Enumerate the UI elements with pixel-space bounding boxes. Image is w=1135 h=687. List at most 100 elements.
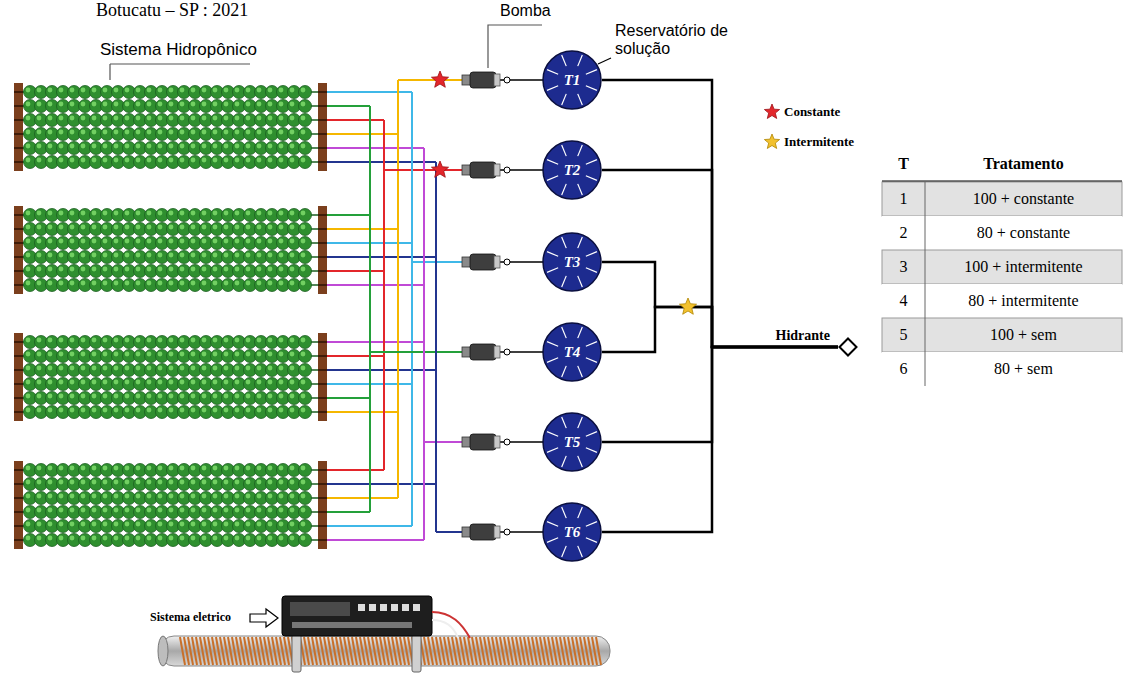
table-row bbox=[882, 318, 1122, 352]
hydroponic-bench bbox=[14, 83, 327, 171]
plant-highlight bbox=[191, 394, 196, 399]
plant-highlight bbox=[224, 338, 229, 343]
plant-highlight bbox=[103, 338, 108, 343]
plant-highlight bbox=[158, 88, 163, 93]
plant-highlight bbox=[48, 494, 53, 499]
pump-symbol bbox=[462, 524, 545, 540]
plant-highlight bbox=[147, 508, 152, 513]
plant-highlight bbox=[81, 366, 86, 371]
board-part bbox=[358, 604, 365, 611]
plant bbox=[299, 142, 312, 155]
board-part bbox=[402, 604, 409, 611]
plant-highlight bbox=[70, 102, 75, 107]
bench-post-joint bbox=[318, 256, 327, 258]
table-header: T bbox=[882, 148, 925, 180]
plant-highlight bbox=[103, 494, 108, 499]
pump-symbol bbox=[462, 72, 545, 88]
plant-highlight bbox=[213, 253, 218, 258]
leader-line bbox=[488, 25, 542, 68]
plant-highlight bbox=[147, 366, 152, 371]
plant-highlight bbox=[257, 158, 262, 163]
plant-highlight bbox=[103, 225, 108, 230]
plant-highlight bbox=[26, 408, 31, 413]
plant-highlight bbox=[279, 380, 284, 385]
plant-highlight bbox=[169, 338, 174, 343]
bench-post-joint bbox=[14, 228, 23, 230]
plant-highlight bbox=[26, 466, 31, 471]
tank-spoke bbox=[586, 358, 597, 363]
plant-highlight bbox=[290, 239, 295, 244]
plant-highlight bbox=[125, 88, 130, 93]
hydrant-diamond: Hidrante bbox=[838, 337, 858, 357]
tank-spoke bbox=[562, 276, 567, 287]
bench-post-joint bbox=[14, 383, 23, 385]
plant-highlight bbox=[191, 158, 196, 163]
tank-body bbox=[543, 233, 601, 291]
plant-highlight bbox=[301, 536, 306, 541]
bench-post-joint bbox=[318, 91, 327, 93]
table-row bbox=[882, 352, 1122, 386]
plant-highlight bbox=[26, 253, 31, 258]
plant-highlight bbox=[103, 366, 108, 371]
plant-highlight bbox=[235, 225, 240, 230]
plant-highlight bbox=[114, 394, 119, 399]
plant-highlight bbox=[37, 116, 42, 121]
tank-spoke bbox=[547, 432, 558, 437]
plant-highlight bbox=[59, 211, 64, 216]
table-rule bbox=[882, 181, 1122, 182]
plant-highlight bbox=[202, 366, 207, 371]
plant-highlight bbox=[158, 380, 163, 385]
table-row bbox=[882, 250, 1122, 284]
tank-label: T5 bbox=[562, 434, 583, 451]
plant-highlight bbox=[290, 144, 295, 149]
plant-highlight bbox=[235, 508, 240, 513]
plant-highlight bbox=[213, 267, 218, 272]
plant-highlight bbox=[224, 494, 229, 499]
plant-highlight bbox=[114, 253, 119, 258]
plant-highlight bbox=[257, 267, 262, 272]
tank-spoke bbox=[578, 456, 583, 467]
plant-highlight bbox=[37, 211, 42, 216]
hydrant-label: Hidrante bbox=[776, 328, 830, 343]
plant-highlight bbox=[301, 366, 306, 371]
tank-spoke bbox=[578, 184, 583, 195]
pointer-arrow bbox=[250, 609, 278, 627]
plant-highlight bbox=[290, 352, 295, 357]
plant-highlight bbox=[48, 522, 53, 527]
plant-highlight bbox=[48, 380, 53, 385]
plant-highlight bbox=[213, 522, 218, 527]
plant-highlight bbox=[70, 144, 75, 149]
bench-post-joint bbox=[14, 270, 23, 272]
plant-highlight bbox=[191, 211, 196, 216]
plant-highlight bbox=[92, 394, 97, 399]
plant-highlight bbox=[70, 267, 75, 272]
plant-highlight bbox=[147, 102, 152, 107]
plant-highlight bbox=[180, 158, 185, 163]
plant-highlight bbox=[246, 130, 251, 135]
plant-highlight bbox=[169, 380, 174, 385]
bench-post-joint bbox=[318, 383, 327, 385]
plant-highlight bbox=[202, 211, 207, 216]
plant-highlight bbox=[92, 267, 97, 272]
plant-highlight bbox=[301, 480, 306, 485]
plant-highlight bbox=[59, 466, 64, 471]
plant-highlight bbox=[70, 494, 75, 499]
plant-highlight bbox=[169, 116, 174, 121]
tank-spoke bbox=[578, 327, 583, 338]
plant-highlight bbox=[213, 130, 218, 135]
plant-highlight bbox=[48, 88, 53, 93]
solution-tank: T6 bbox=[542, 502, 602, 562]
plant-highlight bbox=[26, 88, 31, 93]
plant-highlight bbox=[257, 211, 262, 216]
plant-highlight bbox=[202, 380, 207, 385]
plant-highlight bbox=[202, 102, 207, 107]
tank-label: T4 bbox=[562, 344, 583, 361]
plant-highlight bbox=[235, 211, 240, 216]
plant-highlight bbox=[92, 144, 97, 149]
bench-post-joint bbox=[318, 525, 327, 527]
electrical-device bbox=[158, 596, 610, 672]
feed-pipe bbox=[370, 351, 463, 353]
plant-highlight bbox=[103, 352, 108, 357]
plant-highlight bbox=[279, 158, 284, 163]
plant-highlight bbox=[224, 130, 229, 135]
